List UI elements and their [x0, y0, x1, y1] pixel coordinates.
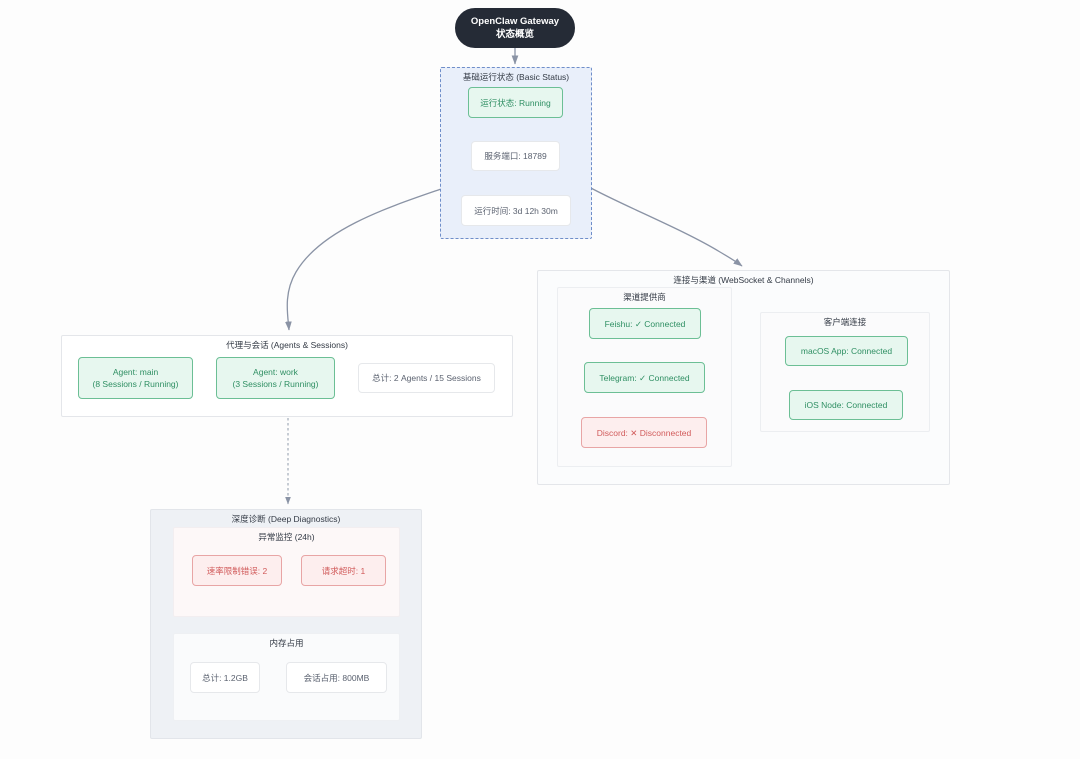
- node-client-ios-node-label: iOS Node: Connected: [804, 400, 888, 410]
- node-uptime-label: 运行时间: 3d 12h 30m: [474, 205, 558, 216]
- node-uptime[interactable]: 运行时间: 3d 12h 30m: [461, 195, 571, 226]
- node-agent-main-detail: (8 Sessions / Running): [92, 379, 179, 389]
- subgraph-agents-sessions-label: 代理与会话 (Agents & Sessions): [226, 340, 348, 350]
- node-agent-work-title: Agent: work: [253, 367, 298, 377]
- node-channel-discord[interactable]: Discord: ✕ Disconnected: [581, 417, 707, 448]
- node-request-timeouts[interactable]: 请求超时: 1: [301, 555, 386, 586]
- diagram-title-node[interactable]: OpenClaw Gateway 状态概览: [455, 8, 575, 48]
- node-rate-limit-errors-label: 速率限制错误: 2: [206, 565, 268, 576]
- node-agent-main-title: Agent: main: [112, 367, 159, 377]
- node-rate-limit-errors[interactable]: 速率限制错误: 2: [192, 555, 282, 586]
- node-channel-telegram[interactable]: Telegram: ✓ Connected: [584, 362, 705, 393]
- subgraph-memory-usage-label: 内存占用: [269, 638, 304, 648]
- node-agent-main[interactable]: Agent: main (8 Sessions / Running): [78, 357, 193, 399]
- node-memory-sessions-label: 会话占用: 800MB: [303, 672, 370, 683]
- node-memory-total[interactable]: 总计: 1.2GB: [190, 662, 260, 693]
- node-memory-total-label: 总计: 1.2GB: [202, 672, 248, 683]
- subgraph-channel-providers-label: 渠道提供商: [623, 292, 666, 302]
- node-agents-total-label: 总计: 2 Agents / 15 Sessions: [372, 373, 481, 383]
- diagram-title-label: OpenClaw Gateway 状态概览: [470, 16, 560, 40]
- node-memory-sessions[interactable]: 会话占用: 800MB: [286, 662, 387, 693]
- subgraph-basic-status-label: 基础运行状态 (Basic Status): [462, 72, 570, 82]
- subgraph-deep-diagnostics-label: 深度诊断 (Deep Diagnostics): [231, 514, 341, 524]
- node-client-macos-app[interactable]: macOS App: Connected: [785, 336, 908, 366]
- edge-basic-to-channels: [588, 186, 743, 267]
- node-agents-total[interactable]: 总计: 2 Agents / 15 Sessions: [358, 363, 495, 393]
- node-running-status-label: 运行状态: Running: [480, 97, 551, 108]
- node-service-port-label: 服务端口: 18789: [484, 151, 547, 161]
- node-agent-work-detail: (3 Sessions / Running): [232, 379, 319, 389]
- node-channel-telegram-label: Telegram: ✓ Connected: [599, 372, 690, 383]
- node-agent-work[interactable]: Agent: work (3 Sessions / Running): [216, 357, 335, 399]
- node-running-status[interactable]: 运行状态: Running: [468, 87, 563, 118]
- node-channel-feishu-label: Feishu: ✓ Connected: [604, 318, 686, 329]
- node-client-macos-app-label: macOS App: Connected: [800, 346, 893, 356]
- subgraph-client-connections-label: 客户端连接: [823, 317, 867, 327]
- subgraph-error-monitoring-label: 异常监控 (24h): [258, 532, 315, 542]
- node-channel-discord-label: Discord: ✕ Disconnected: [596, 427, 692, 438]
- edge-basic-to-agents: [285, 187, 445, 331]
- node-service-port[interactable]: 服务端口: 18789: [471, 141, 560, 171]
- subgraph-connections-channels-label: 连接与渠道 (WebSocket & Channels): [673, 275, 814, 285]
- node-channel-feishu[interactable]: Feishu: ✓ Connected: [589, 308, 701, 339]
- node-client-ios-node[interactable]: iOS Node: Connected: [789, 390, 903, 420]
- node-request-timeouts-label: 请求超时: 1: [321, 565, 366, 576]
